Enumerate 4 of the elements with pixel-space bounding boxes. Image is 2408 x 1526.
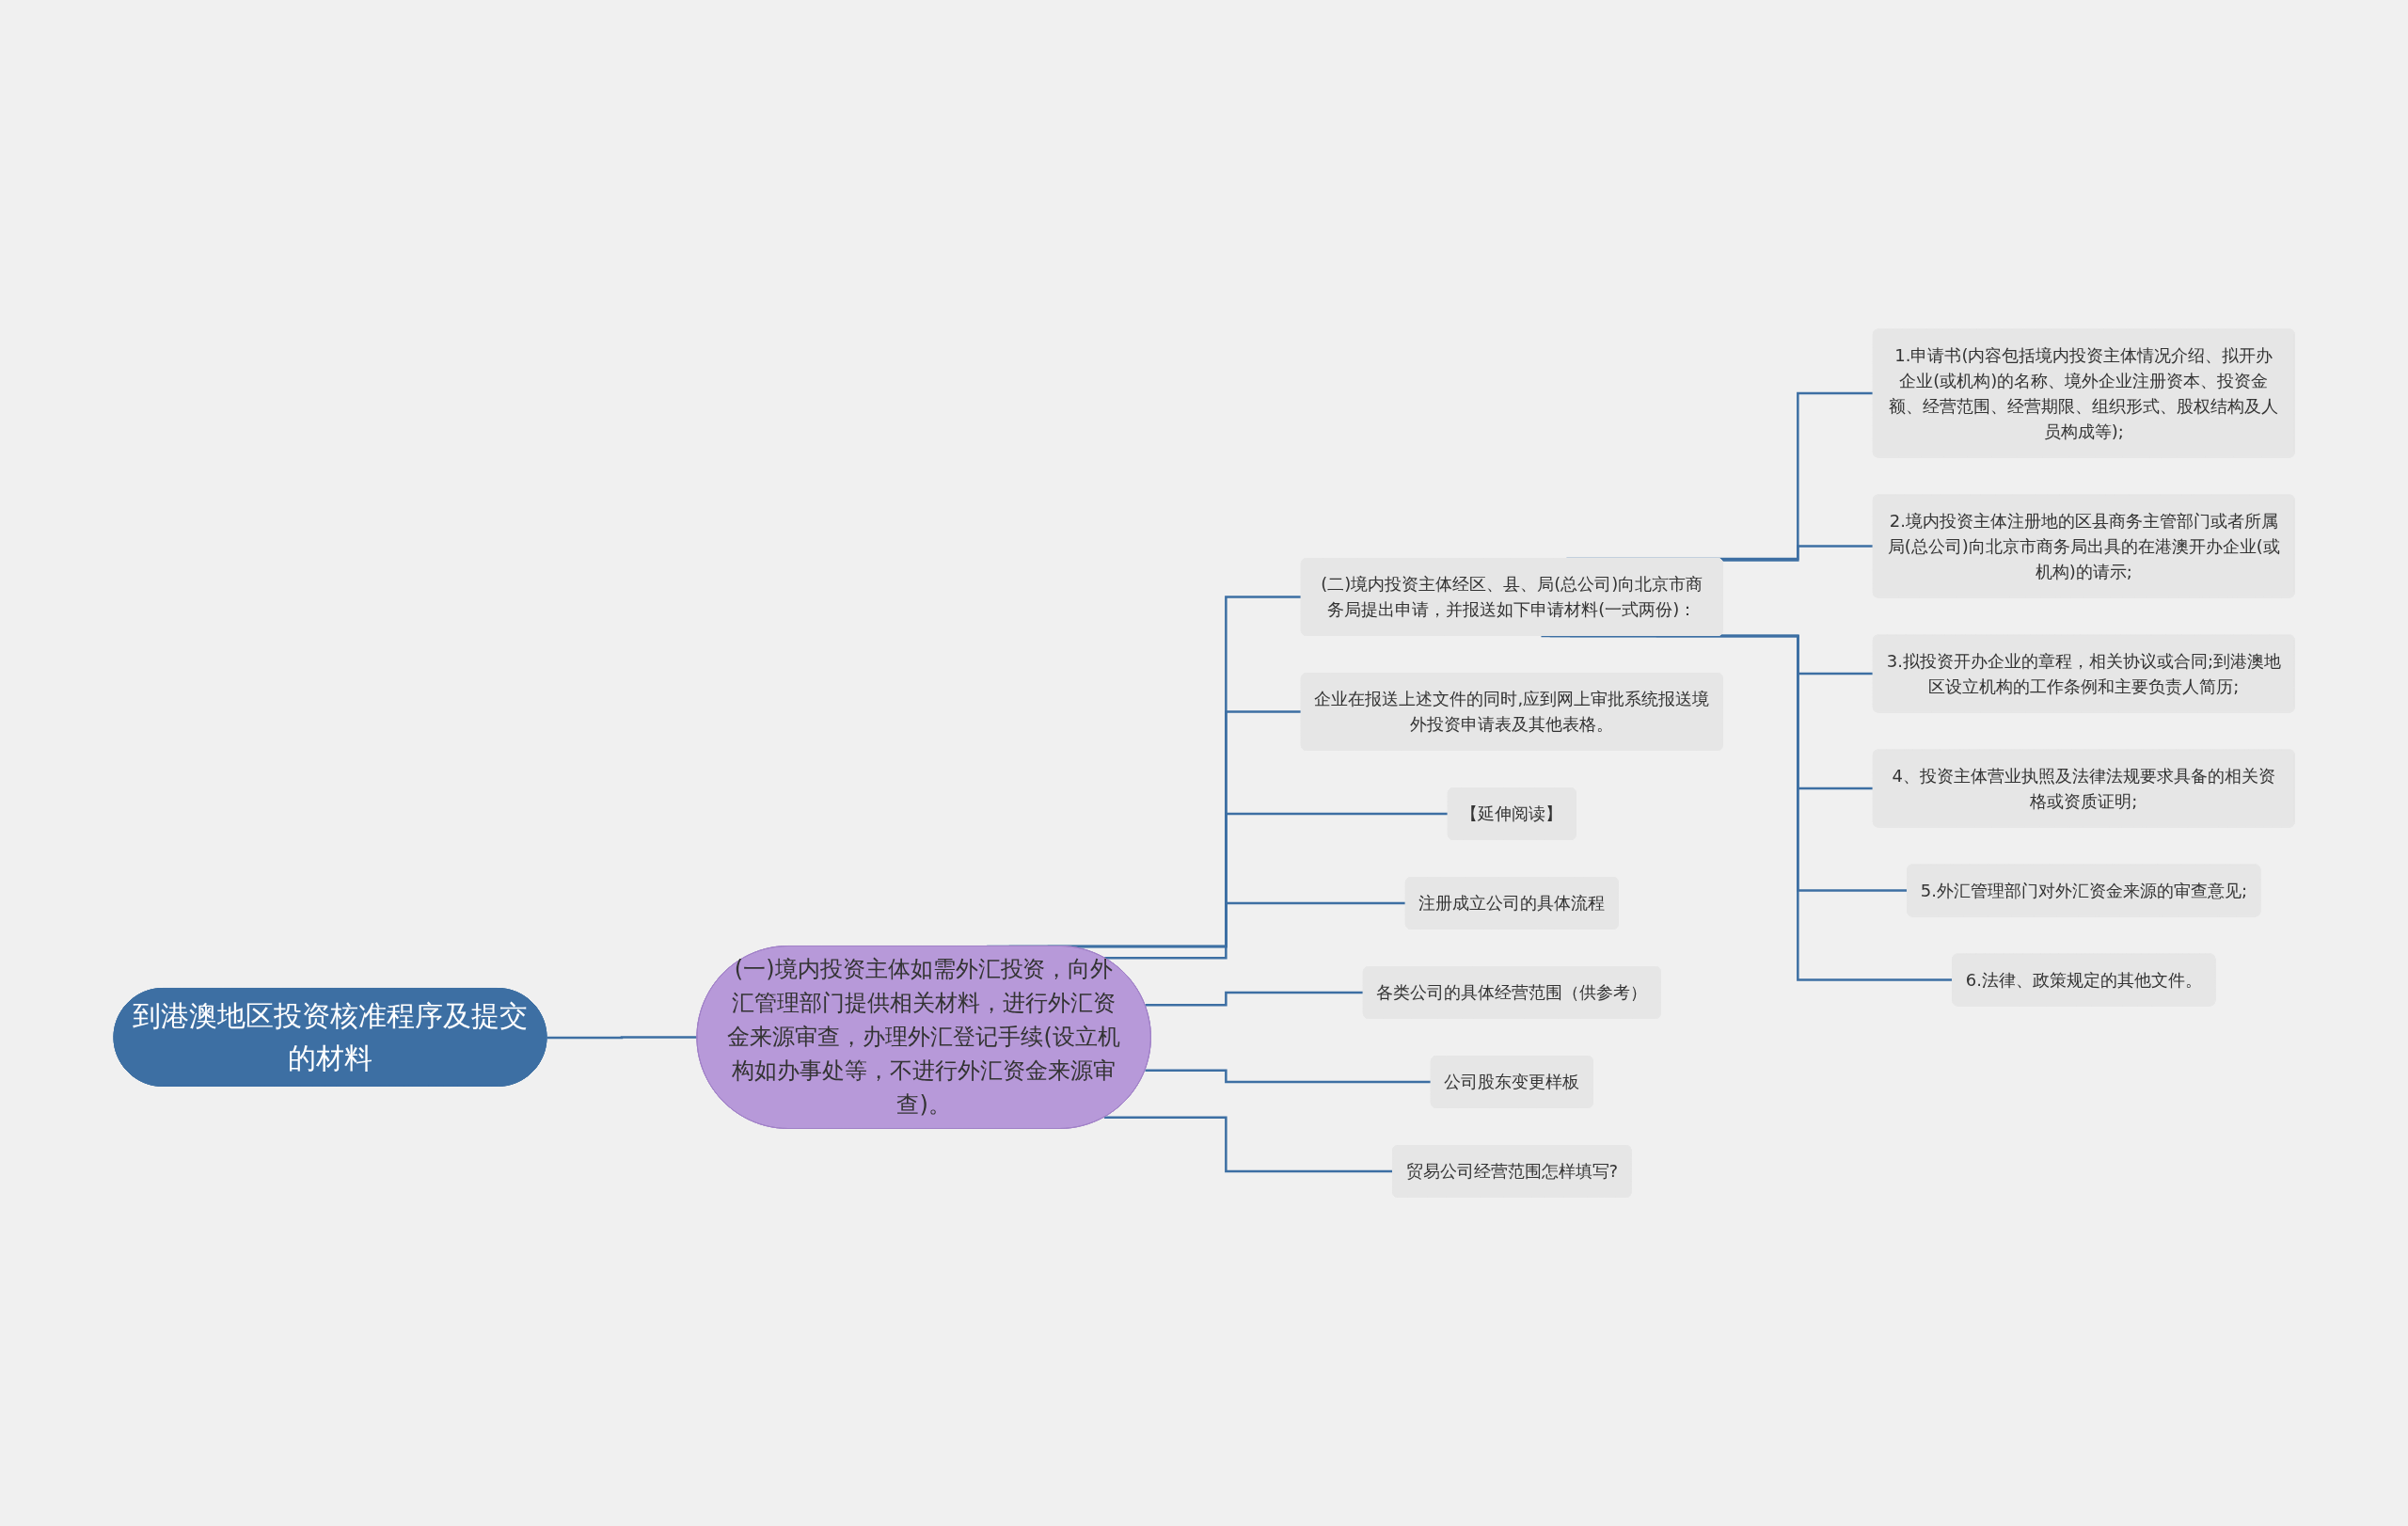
- connector: [1145, 991, 1365, 1007]
- connector: [1721, 545, 1875, 562]
- connector: [1145, 1069, 1433, 1084]
- connector: [1103, 901, 1407, 960]
